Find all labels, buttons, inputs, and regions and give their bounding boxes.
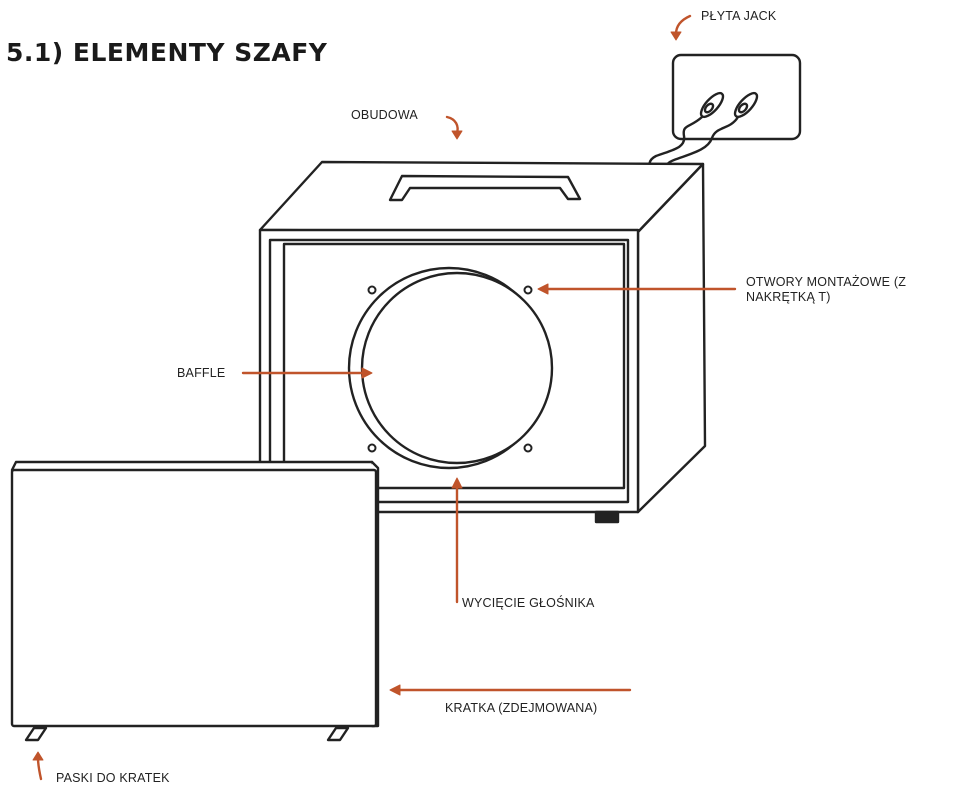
cabinet-inner-frame	[268, 238, 630, 504]
label-mounting-holes: OTWORY MONTAŻOWE (Z NAKRĘTKĄ T)	[746, 275, 907, 304]
page-title: 5.1) ELEMENTY SZAFY	[6, 38, 328, 67]
cabinet-top-face	[258, 160, 705, 234]
mounting-hole	[367, 443, 377, 453]
mounting-hole	[523, 285, 533, 295]
label-jack-plate: PŁYTA JACK	[701, 9, 777, 23]
grille-straps-arrow	[32, 751, 44, 781]
enclosure-arrow	[445, 115, 463, 140]
jack-plate-arrow	[670, 14, 692, 41]
jack-plate-panel	[671, 53, 802, 141]
baffle-drawing	[347, 266, 554, 470]
label-grille-straps: PASKI DO KRATEK	[56, 771, 170, 785]
mounting-hole	[367, 285, 377, 295]
mounting-holes	[367, 285, 533, 453]
cabinet-foot	[594, 510, 620, 524]
mounting-hole	[523, 443, 533, 453]
jack-plate-drawing	[648, 53, 802, 176]
jack-plug-right	[733, 91, 759, 119]
label-baffle: BAFFLE	[177, 366, 226, 380]
leader-arrows	[32, 14, 737, 781]
grille-strap-left	[24, 726, 48, 742]
grille-panel	[10, 468, 378, 728]
speaker-cutout-arrow	[451, 477, 463, 604]
grille-arrow	[389, 684, 632, 696]
baffle-arrow	[241, 367, 373, 379]
cabinet-handle	[388, 174, 582, 202]
label-speaker-cutout: WYCIĘCIE GŁOŚNIKA	[462, 596, 595, 610]
label-enclosure: OBUDOWA	[351, 108, 418, 122]
grille-strap-right	[326, 726, 350, 742]
speaker-cutout-circle	[360, 271, 554, 465]
cabinet-body	[258, 160, 707, 524]
grille-drawing	[10, 460, 380, 742]
label-grille: KRATKA (ZDEJMOWANA)	[445, 701, 598, 715]
mounting-holes-arrow	[537, 283, 737, 295]
